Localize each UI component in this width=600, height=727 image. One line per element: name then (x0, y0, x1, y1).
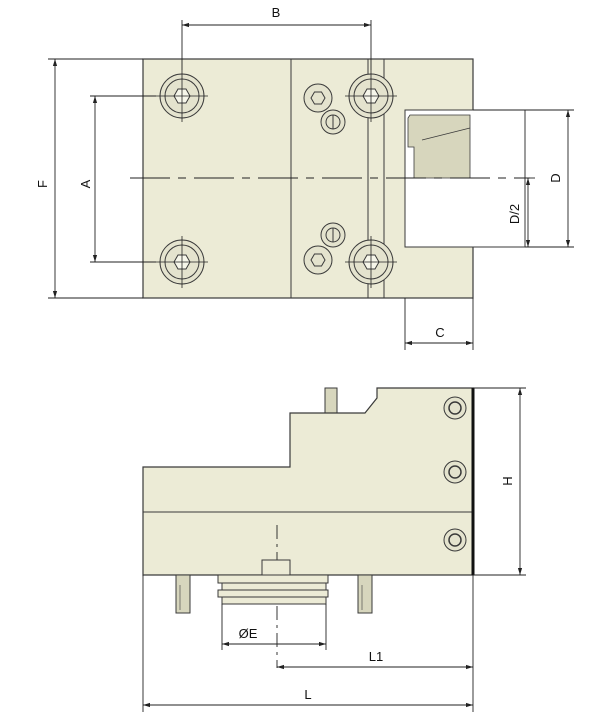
label-l: L (304, 687, 311, 702)
dimension-d: D (473, 109, 574, 248)
dimension-f: F (35, 58, 143, 299)
hex-screw-icon (443, 460, 467, 484)
dimension-h: H (473, 387, 526, 576)
label-b: B (272, 5, 281, 20)
dowel-pin-icon (320, 222, 346, 248)
side-view: H ØE L1 L (142, 387, 526, 712)
top-view: B A F D D/2 (35, 5, 574, 350)
dimension-b: B (181, 5, 372, 70)
hex-screw-icon (443, 528, 467, 552)
hex-screw-icon (303, 83, 333, 113)
label-e: ØE (239, 626, 258, 641)
dimension-c: C (404, 298, 474, 350)
hex-screw-icon (443, 396, 467, 420)
side-view-body (142, 387, 474, 576)
clamp-tab (324, 387, 338, 415)
dimension-e: ØE (221, 604, 327, 650)
dowel-pin-icon (175, 574, 191, 614)
dimension-l: L (142, 575, 473, 712)
label-h: H (500, 476, 515, 485)
shank-serrations (217, 574, 329, 605)
label-c: C (435, 325, 444, 340)
label-l1: L1 (369, 649, 383, 664)
hex-screw-icon (303, 245, 333, 275)
bolt-centerlines (156, 70, 397, 288)
label-f: F (35, 180, 50, 188)
dimension-a: A (78, 95, 156, 263)
dowel-pin-icon (357, 574, 373, 614)
dowel-pin-icon (320, 109, 346, 135)
label-d: D (548, 173, 563, 182)
wedge-taper (421, 127, 471, 141)
dimension-l1: L1 (277, 575, 474, 712)
label-a: A (78, 179, 93, 188)
wedge (407, 114, 471, 179)
dimension-d-half: D/2 (507, 177, 535, 247)
shank-top (261, 559, 291, 576)
label-d-half: D/2 (507, 204, 522, 224)
